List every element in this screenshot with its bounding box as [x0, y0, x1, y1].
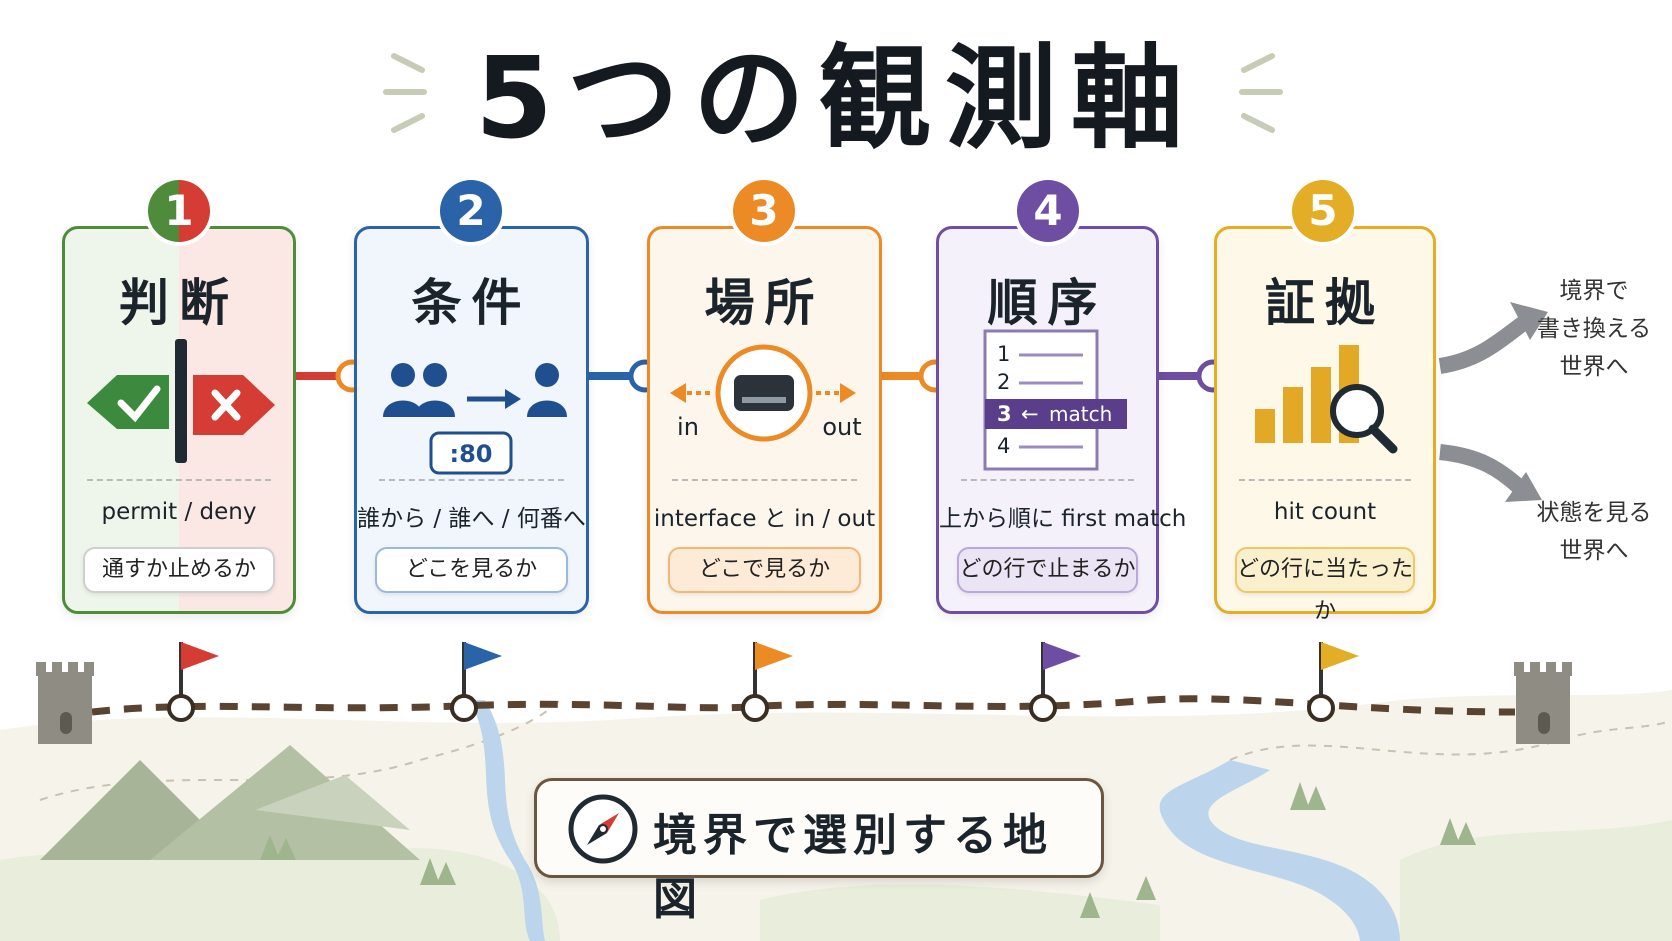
outcome-line: 境界で	[1559, 278, 1629, 304]
arrow-up-outcome	[1438, 315, 1530, 374]
map-trail-2	[1229, 719, 1672, 761]
match-row	[985, 399, 1127, 429]
outcome-line: 状態を見る	[1536, 500, 1652, 526]
magnifier-icon	[1330, 384, 1398, 454]
arrow-left-icon	[670, 383, 686, 403]
card-divider	[1239, 479, 1411, 481]
castle-icon	[36, 662, 94, 744]
axis-card-order: 順序 1 2 3 ← match 4 上から順に first match どの行…	[936, 226, 1187, 614]
in-label: in	[677, 413, 699, 441]
axis-question-pill: どの行で止まるか	[957, 547, 1138, 593]
axis-description: 上から順に first match	[939, 506, 1187, 532]
arrow-down-head	[1505, 472, 1542, 502]
list-line-number: 2	[997, 370, 1010, 394]
axis-question-pill: どこで見るか	[668, 547, 861, 593]
arrow-right-icon	[840, 383, 856, 403]
axis-description: permit / deny	[101, 499, 257, 525]
map-grass-mid	[760, 884, 1160, 941]
map-grass-left	[0, 848, 560, 941]
page-title: 5つの観測軸	[475, 34, 1197, 164]
condition-illustration: :80	[383, 363, 567, 475]
axis-card-evidence: 証拠 hit count どの行に当たったか	[1214, 226, 1436, 624]
castle-icon-right	[1514, 662, 1572, 744]
trail-path	[91, 695, 1516, 716]
river-icon	[1159, 760, 1400, 941]
arrow-left-icon: ←	[1021, 402, 1039, 426]
axis-label: 証拠	[1265, 274, 1385, 332]
river-icon-2	[470, 700, 545, 941]
port-label: :80	[450, 440, 493, 468]
title-sparkles	[383, 53, 1283, 133]
axis-badge-5: 5	[1292, 180, 1354, 242]
list-line-number: 3	[997, 402, 1012, 426]
outcome-line: 世界へ	[1559, 354, 1629, 380]
card-divider	[379, 479, 564, 481]
axis-label: 場所	[704, 274, 825, 332]
axis-description: hit count	[1273, 499, 1377, 525]
axis-question-pill: どの行に当たったか	[1235, 547, 1415, 624]
axis-description: 誰から / 誰へ / 何番へ	[357, 506, 586, 532]
axis-question-pill: どこを見るか	[375, 547, 568, 593]
axis-card-condition: 条件 :80 誰から / 誰へ / 何番へ どこを見るか	[354, 226, 589, 614]
match-label: match	[1049, 402, 1112, 426]
axis-badge-1: 1	[148, 180, 210, 242]
arrow-down-outcome	[1439, 444, 1524, 493]
list-line-number: 4	[997, 434, 1010, 458]
card-divider	[87, 479, 271, 481]
router-icon	[734, 375, 794, 411]
map-title-box: 境界で選別する地図	[534, 778, 1104, 925]
map-grass-right	[1400, 820, 1672, 941]
outcome-line: 世界へ	[1559, 538, 1629, 564]
outcome-line: 書き換える	[1536, 316, 1652, 342]
card-divider	[672, 479, 857, 481]
location-illustration: in out	[670, 344, 862, 442]
evidence-illustration	[1255, 345, 1398, 454]
compass-icon	[568, 794, 638, 864]
axis-label: 条件	[411, 274, 532, 332]
axis-description: interface と in / out	[653, 506, 876, 532]
axis-badge-2: 2	[440, 180, 502, 242]
cross-icon	[193, 375, 275, 435]
outcome-stateful: 状態を見る 世界へ	[1524, 494, 1664, 570]
tree-icon	[260, 782, 1476, 918]
people-icon	[383, 363, 567, 417]
trail-checkpoints	[167, 694, 1335, 722]
mountain-icon	[40, 745, 420, 860]
axis-badge-3: 3	[733, 180, 795, 242]
arrow-up-head	[1510, 302, 1548, 340]
axis-label: 順序	[987, 274, 1108, 332]
axis-badge-4: 4	[1017, 180, 1079, 242]
axis-card-judgment: 判断 permit / deny 通すか止めるか	[62, 226, 296, 614]
permit-deny-sign	[87, 339, 275, 463]
arrow-right-icon	[467, 389, 521, 409]
axis-question-pill: 通すか止めるか	[83, 547, 275, 593]
flag-icon	[179, 642, 1359, 704]
map-title-text: 境界で選別する地図	[653, 810, 1053, 925]
out-label: out	[822, 413, 861, 441]
axis-label: 判断	[119, 274, 239, 332]
axis-card-location: 場所 in out interface と in / out どこで見るか	[647, 226, 882, 614]
card-divider	[961, 479, 1134, 481]
port-box	[429, 431, 513, 475]
list-icon: 1 2 3 ← match 4	[983, 329, 1127, 471]
list-line-number: 1	[997, 342, 1010, 366]
check-icon	[87, 375, 169, 429]
outcome-rewrite: 境界で 書き換える 世界へ	[1524, 272, 1664, 386]
